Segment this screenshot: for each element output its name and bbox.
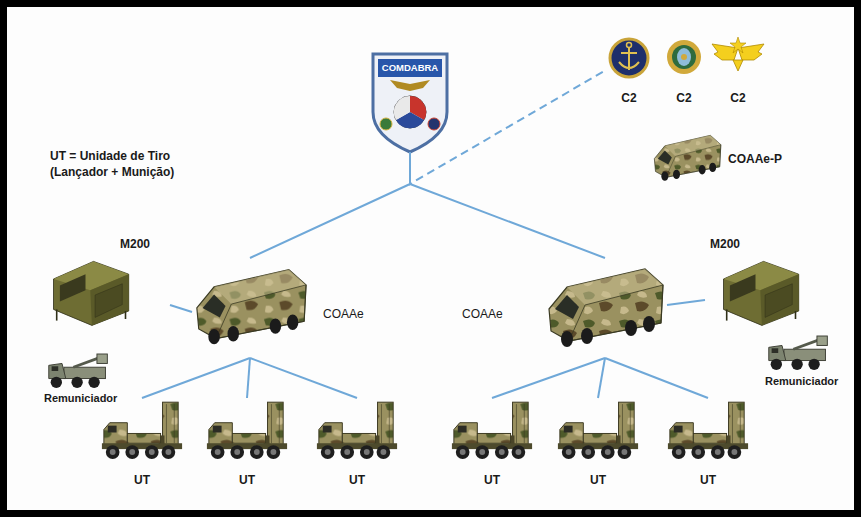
m200-vehicle bbox=[54, 261, 129, 325]
launcher-truck bbox=[317, 402, 397, 459]
vehicle-node: M200 bbox=[40, 234, 170, 329]
vehicle-node: Remuniciador bbox=[758, 330, 850, 392]
vehicle-label: COAAe-P bbox=[728, 151, 782, 168]
vehicle-label: COMDABRA bbox=[382, 61, 438, 74]
command-link bbox=[492, 358, 605, 398]
command-vehicle: COAAe bbox=[455, 258, 667, 358]
vehicle-label: M200 bbox=[710, 236, 740, 253]
launcher-truck bbox=[558, 402, 638, 459]
vehicle-label: C2 bbox=[621, 90, 636, 107]
launcher-node: UT bbox=[552, 398, 644, 490]
command-link bbox=[247, 358, 250, 398]
command-link bbox=[605, 358, 708, 398]
launcher-node: UT bbox=[446, 398, 538, 490]
vehicle-node: M200 bbox=[705, 234, 810, 329]
launcher-node: UT bbox=[662, 398, 754, 490]
remuniciador-vehicle bbox=[769, 336, 828, 370]
launcher-truck bbox=[668, 402, 748, 459]
vehicle-label: Remuniciador bbox=[765, 374, 838, 389]
coaae-vehicle bbox=[549, 269, 663, 347]
launcher-truck bbox=[102, 402, 182, 459]
command-shield: COMDABRA bbox=[370, 52, 450, 152]
c2-emblem: C2 bbox=[606, 36, 652, 106]
vehicle-label: C2 bbox=[676, 90, 691, 107]
m200-vehicle bbox=[724, 261, 799, 325]
vehicle-label: C2 bbox=[730, 90, 745, 107]
launcher-truck bbox=[452, 402, 532, 459]
air-force-emblem bbox=[712, 37, 764, 71]
vehicle-label: UT bbox=[700, 472, 716, 489]
vehicle-label: COAAe bbox=[462, 306, 503, 323]
dashed-link bbox=[410, 70, 606, 184]
army-emblem bbox=[667, 40, 701, 74]
c2-emblem: C2 bbox=[658, 36, 710, 106]
launcher-node: UT bbox=[201, 398, 293, 490]
command-link bbox=[598, 358, 605, 398]
command-vehicle: COAAe bbox=[192, 258, 367, 358]
command-link bbox=[250, 152, 410, 258]
command-link bbox=[170, 305, 192, 312]
vehicle-label: M200 bbox=[120, 236, 150, 253]
vehicle-node: Remuniciador bbox=[40, 348, 132, 408]
vehicle-label: UT bbox=[349, 472, 365, 489]
command-link bbox=[250, 358, 357, 398]
command-link bbox=[667, 300, 705, 305]
remuniciador-vehicle bbox=[49, 354, 108, 388]
command-link bbox=[142, 358, 250, 398]
launcher-truck bbox=[207, 402, 287, 459]
vehicle-label: UT bbox=[484, 472, 500, 489]
launcher-node: UT bbox=[96, 398, 188, 490]
comdabra-shield bbox=[373, 54, 447, 152]
coaae-p-vehicle bbox=[654, 135, 721, 181]
launcher-node: UT bbox=[311, 398, 403, 490]
c2-emblem: C2 bbox=[712, 36, 764, 106]
vehicle-label: UT bbox=[239, 472, 255, 489]
vehicle-label: Remuniciador bbox=[44, 391, 117, 406]
vehicle-node: COAAe-P bbox=[648, 126, 798, 188]
vehicle-label: UT bbox=[590, 472, 606, 489]
note-label: UT = Unidade de Tiro (Lançador + Munição… bbox=[50, 148, 215, 180]
navy-emblem bbox=[610, 39, 648, 77]
vehicle-label: COAAe bbox=[323, 306, 364, 323]
coaae-vehicle bbox=[197, 270, 306, 345]
vehicle-label: UT bbox=[134, 472, 150, 489]
